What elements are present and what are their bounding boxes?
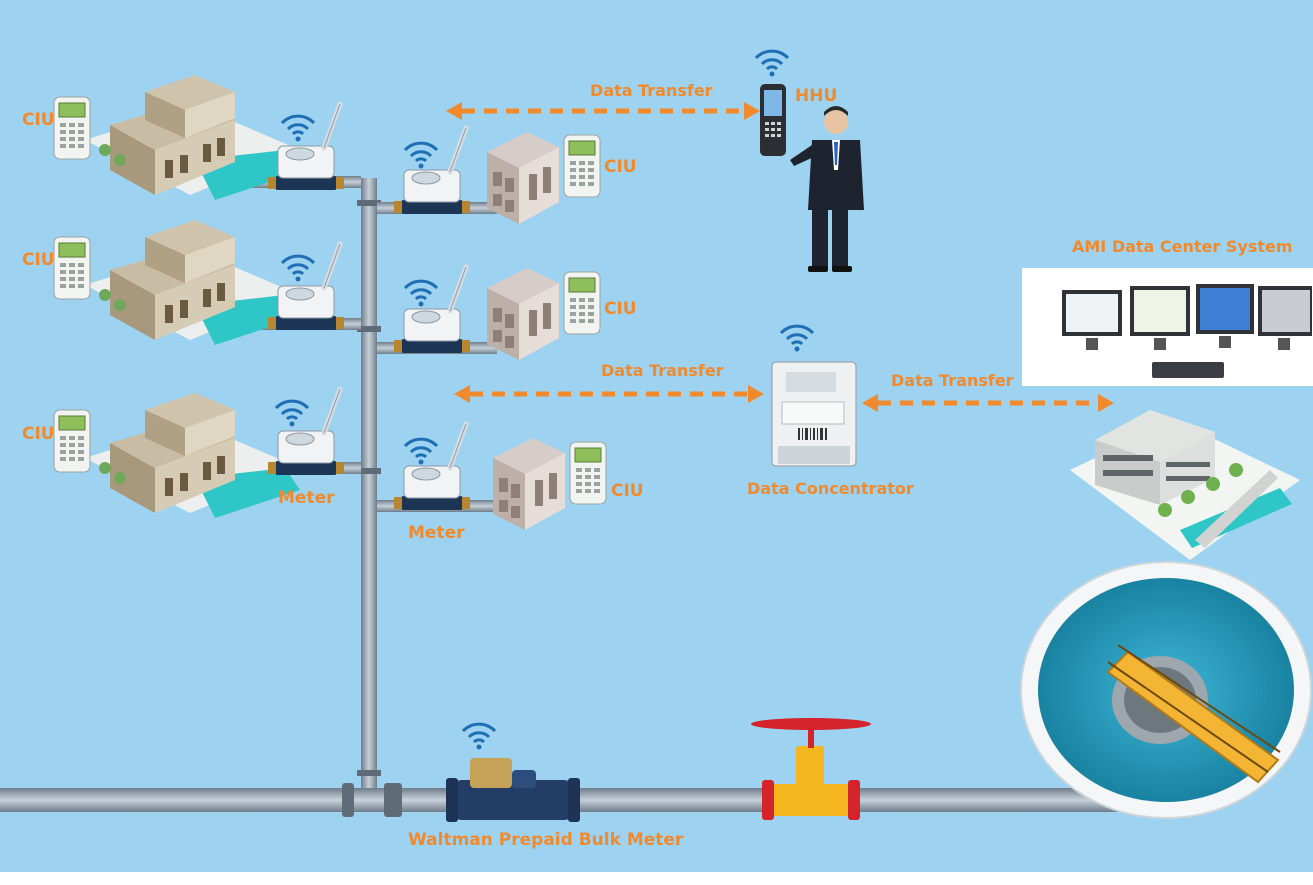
riser-couplings bbox=[357, 200, 381, 776]
main-pipe-joints bbox=[342, 783, 402, 817]
bulk-meter-label: Waltman Prepaid Bulk Meter bbox=[408, 830, 684, 850]
arrow-ami-data-transfer bbox=[862, 394, 1114, 412]
gate-valve bbox=[751, 718, 871, 820]
arrow-concentrator-data-transfer bbox=[454, 385, 764, 403]
office-building bbox=[1070, 410, 1300, 560]
data-transfer-label: Data Transfer bbox=[891, 371, 1014, 390]
hhu-handheld-device bbox=[760, 84, 786, 156]
ami-system-label: AMI Data Center System bbox=[1072, 237, 1293, 256]
ciu-label: CIU bbox=[22, 250, 55, 270]
data-transfer-label: Data Transfer bbox=[601, 361, 724, 380]
riser-pipe bbox=[361, 178, 377, 798]
meter-label: Meter bbox=[408, 523, 465, 543]
ciu-keypad-3 bbox=[53, 409, 91, 473]
bottom-border bbox=[0, 872, 1313, 885]
bulk-meter-device bbox=[446, 758, 580, 822]
operator-person bbox=[790, 106, 864, 272]
ciu-label: CIU bbox=[611, 481, 644, 501]
ciu-label: CIU bbox=[604, 157, 637, 177]
ciu-keypad-1 bbox=[53, 96, 91, 160]
hhu-label: HHU bbox=[795, 86, 837, 106]
data-concentrator-device bbox=[771, 361, 857, 467]
meter-label: Meter bbox=[278, 488, 335, 508]
ami-monitors bbox=[1062, 284, 1312, 378]
ciu-label: CIU bbox=[604, 299, 637, 319]
water-treatment-tank bbox=[1020, 561, 1312, 819]
ciu-keypad-5 bbox=[563, 271, 601, 335]
data-concentrator-label: Data Concentrator bbox=[747, 479, 914, 498]
arrow-hhu-data-transfer bbox=[446, 102, 760, 120]
data-transfer-label: Data Transfer bbox=[590, 81, 713, 100]
ciu-label: CIU bbox=[22, 424, 55, 444]
ciu-keypad-4 bbox=[563, 134, 601, 198]
ciu-label: CIU bbox=[22, 110, 55, 130]
ciu-keypad-6 bbox=[569, 441, 607, 505]
ciu-keypad-2 bbox=[53, 236, 91, 300]
